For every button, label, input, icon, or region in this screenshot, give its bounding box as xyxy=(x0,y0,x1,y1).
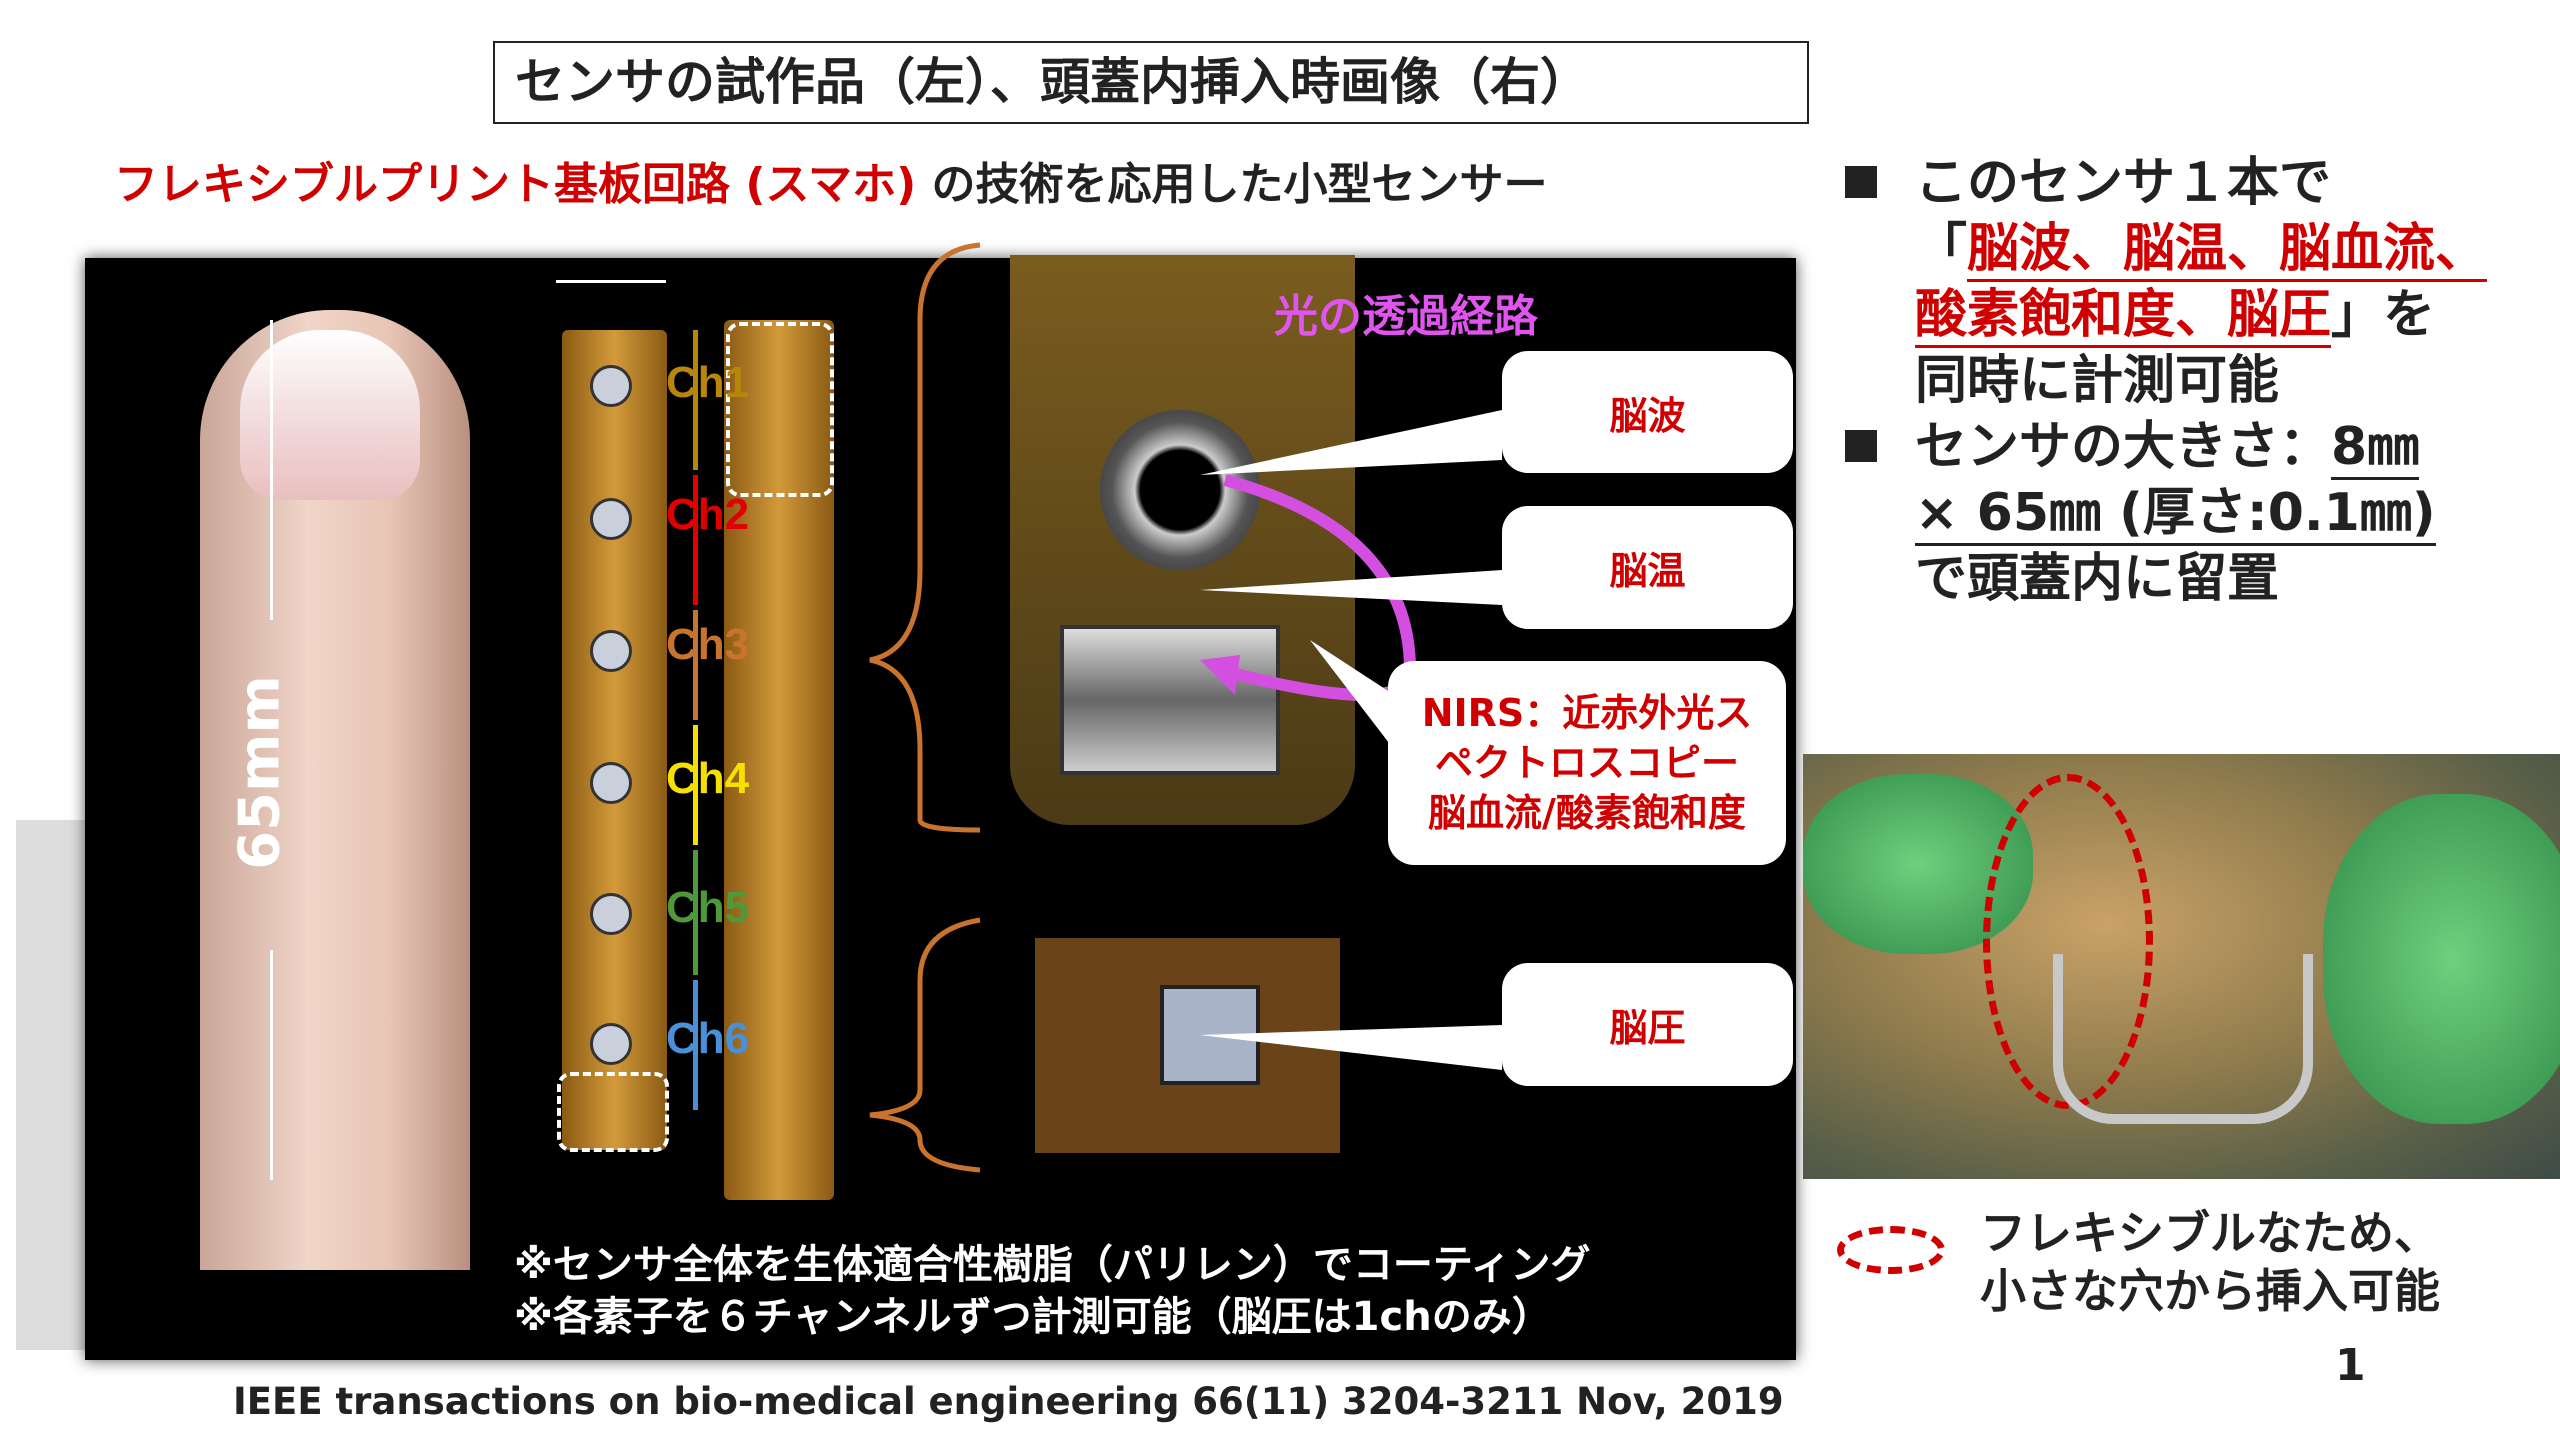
bullet2-line3: で頭蓋内に留置 xyxy=(1915,549,2280,609)
measured-items-1: 脳波、脳温、脳血流、 xyxy=(1967,219,2488,282)
size-width: 8㎜ xyxy=(2331,417,2420,480)
ch5-label: Ch5 xyxy=(666,883,750,932)
feature-bullets: このセンサ１本で 「脳波、脳温、脳血流、 酸素飽和度、脳圧」を 同時に計測可能 … xyxy=(1845,150,2488,612)
ch6-label: Ch6 xyxy=(666,1014,750,1063)
ch4-label: Ch4 xyxy=(666,754,750,803)
dimension-line-top xyxy=(270,320,273,620)
ch5-bar xyxy=(693,850,698,975)
width-arrow xyxy=(556,280,666,283)
ch3-label: Ch3 xyxy=(666,620,750,669)
slide-subtitle: フレキシブルプリント基板回路 (スマホ) の技術を応用した小型センサー xyxy=(114,148,1548,212)
page-number: 1 xyxy=(2335,1340,2366,1391)
ch2-bar xyxy=(693,475,698,605)
bullet-measurement: このセンサ１本で 「脳波、脳温、脳血流、 酸素飽和度、脳圧」を 同時に計測可能 xyxy=(1845,150,2488,414)
bracket-close: 」を xyxy=(2331,285,2436,345)
callout-brain-pressure: 脳圧 xyxy=(1502,963,1793,1086)
light-path-label: 光の透過経路 xyxy=(1274,291,1538,342)
length-label: 65mm xyxy=(227,675,293,870)
bullet-square-icon xyxy=(1845,166,1877,198)
ch6-bar xyxy=(693,980,698,1110)
sensor-highlight-box xyxy=(726,322,834,497)
finger-photo-edge xyxy=(16,820,86,1350)
ch4-bar xyxy=(693,725,698,845)
subtitle-highlight: フレキシブルプリント基板回路 (スマホ) xyxy=(114,159,917,210)
legend-dashed-ellipse-icon xyxy=(1837,1226,1945,1274)
nirs-line2: ペクトロスコピー xyxy=(1434,741,1739,785)
sensor-strip-front xyxy=(562,330,667,1150)
bullet-square-icon xyxy=(1845,430,1877,462)
glove-right xyxy=(2323,794,2560,1124)
size-length-thickness: × 65㎜ (厚さ:0.1㎜) xyxy=(1915,483,2436,546)
bullet1-line4: 同時に計測可能 xyxy=(1915,351,2280,411)
zoom-braces xyxy=(869,242,981,1173)
slide-title: センサの試作品（左）、頭蓋内挿入時画像（右） xyxy=(493,41,1809,124)
electrode-pad xyxy=(590,893,632,935)
bullet-size: センサの大きさ：8㎜ × 65㎜ (厚さ:0.1㎜) で頭蓋内に留置 xyxy=(1845,414,2487,612)
callout-eeg: 脳波 xyxy=(1502,351,1793,473)
legend-line2: 小さな穴から挿入可能 xyxy=(1980,1264,2440,1318)
bracket-open: 「 xyxy=(1915,219,1968,279)
size-prefix: センサの大きさ： xyxy=(1915,417,2332,477)
ch1-label: Ch1 xyxy=(666,358,750,407)
legend-text: フレキシブルなため、 小さな穴から挿入可能 xyxy=(1980,1204,2440,1320)
electrode-pad xyxy=(590,630,632,672)
pressure-highlight-box xyxy=(557,1072,669,1152)
callout-nirs: NIRS：近赤外光ス ペクトロスコピー 脳血流/酸素飽和度 xyxy=(1388,661,1786,865)
dimension-line-bottom xyxy=(270,950,273,1180)
bullet1-line1: このセンサ１本で xyxy=(1915,153,2332,213)
measured-items-2: 酸素飽和度、脳圧 xyxy=(1915,285,2332,348)
nirs-element-image xyxy=(1060,625,1280,775)
callout-brain-temperature: 脳温 xyxy=(1502,506,1793,629)
nirs-line3: 脳血流/酸素飽和度 xyxy=(1428,791,1746,835)
citation: IEEE transactions on bio-medical enginee… xyxy=(233,1380,1784,1423)
ch2-label: Ch2 xyxy=(666,490,750,539)
subtitle-rest: の技術を応用した小型センサー xyxy=(916,159,1548,210)
retractor xyxy=(2053,954,2313,1124)
ch1-bar xyxy=(693,330,698,470)
legend-line1: フレキシブルなため、 xyxy=(1980,1206,2440,1260)
eeg-electrode-image xyxy=(1100,410,1260,570)
nirs-line1: NIRS：近赤外光ス xyxy=(1421,691,1753,735)
electrode-pad xyxy=(590,1023,632,1065)
note-coating: ※センサ全体を生体適合性樹脂（パリレン）でコーティング xyxy=(514,1242,1591,1288)
electrode-pad xyxy=(590,762,632,804)
surgery-photo xyxy=(1803,754,2560,1179)
electrode-pad xyxy=(590,365,632,407)
sensor-strip-back xyxy=(724,320,834,1200)
ch3-bar xyxy=(693,610,698,720)
fingernail-image xyxy=(240,330,420,500)
note-channels: ※各素子を６チャンネルずつ計測可能（脳圧は1chのみ） xyxy=(514,1294,1552,1340)
electrode-pad xyxy=(590,498,632,540)
insertion-highlight-ellipse xyxy=(1983,774,2153,1109)
